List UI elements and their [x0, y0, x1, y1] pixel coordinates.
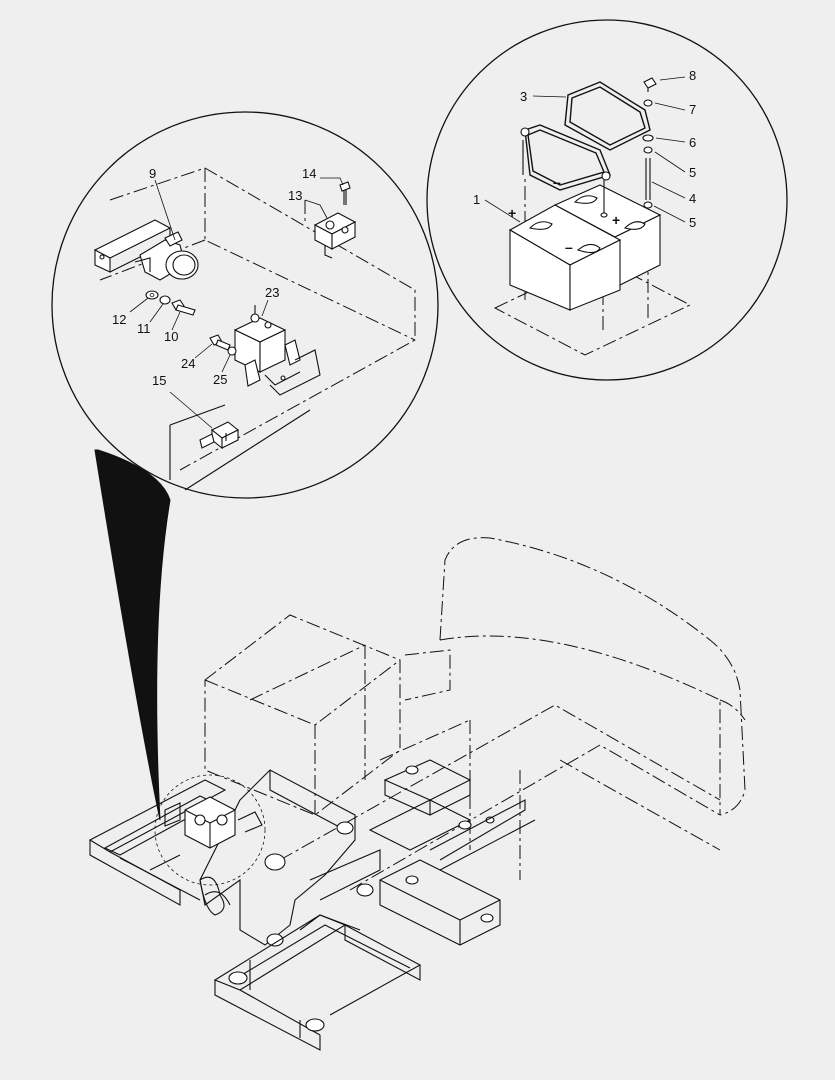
battery-detail-view: + – – +: [426, 19, 788, 381]
callout-10: 10: [164, 329, 178, 344]
callout-4: 4: [689, 191, 696, 206]
part-8-wing-nut: [643, 77, 657, 92]
callout-5a: 5: [689, 165, 696, 180]
callout-8: 8: [689, 68, 696, 83]
part-5-nut-lower: [643, 201, 653, 209]
callout-15: 15: [152, 373, 166, 388]
callout-1: 1: [473, 192, 480, 207]
part-5-nut-upper: [643, 146, 653, 154]
callout-3: 3: [520, 89, 527, 104]
part-25-washer: [227, 346, 237, 356]
battery-negative-mark: –: [565, 239, 573, 255]
part-23-relay: [233, 305, 321, 396]
detail-pointer: [94, 449, 171, 821]
chassis-solenoid: [164, 796, 263, 849]
part-6-washer: [642, 134, 654, 142]
callout-13: 13: [288, 188, 302, 203]
callout-5b: 5: [689, 215, 696, 230]
part-7-lock-washer: [643, 99, 653, 107]
battery-positive-mark: +: [508, 205, 516, 221]
part-15-connector: [199, 421, 240, 450]
callout-9: 9: [149, 166, 156, 181]
part-3-hold-down-frame: [520, 81, 651, 191]
battery-negative-mark-2: –: [553, 174, 561, 190]
part-12-washer: [145, 290, 159, 300]
part-11-nut: [159, 295, 171, 305]
callout-6: 6: [689, 135, 696, 150]
solenoid-detail-view: 9 14 13 23 12 11 10 24 25 15: [51, 111, 439, 499]
callout-23: 23: [265, 285, 279, 300]
part-13-terminal-block: [313, 212, 357, 259]
battery-positive-mark-2: +: [612, 212, 620, 228]
part-9-switch: [134, 231, 199, 281]
callout-25: 25: [213, 372, 227, 387]
part-10-bolt: [171, 299, 196, 316]
callout-11: 11: [137, 321, 151, 336]
callout-14: 14: [302, 166, 316, 181]
callout-12: 12: [112, 312, 126, 327]
part-4-rod: [645, 158, 651, 200]
part-1-batteries: + – – +: [508, 174, 662, 311]
callout-24: 24: [181, 356, 195, 371]
vehicle-chassis: [88, 537, 746, 1051]
callout-7: 7: [689, 102, 696, 117]
